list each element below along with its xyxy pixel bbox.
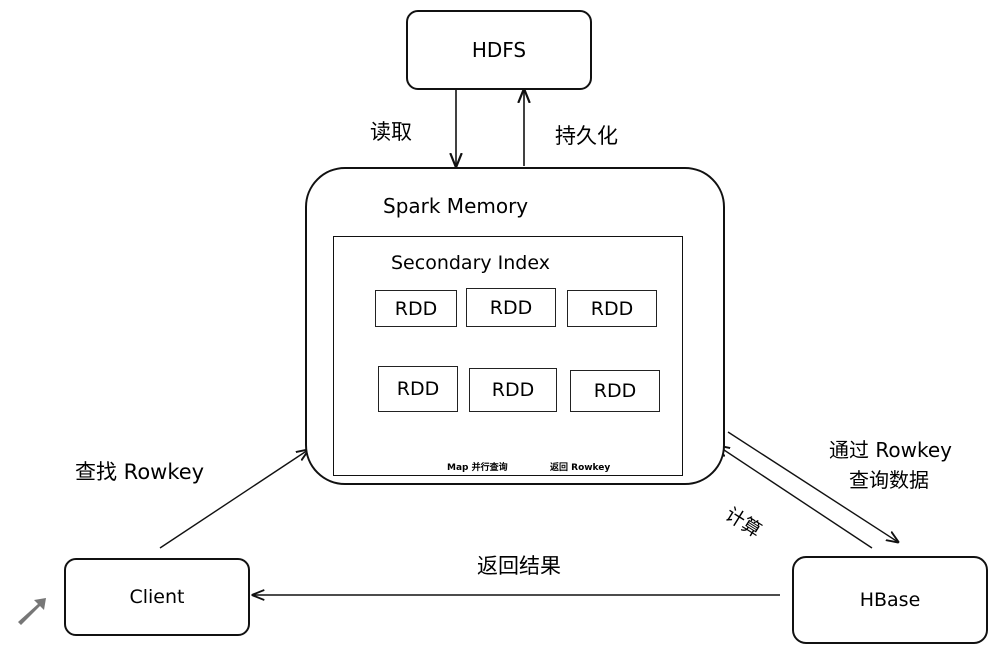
- persist-label: 持久化: [555, 124, 618, 148]
- hbase-label: HBase: [859, 589, 921, 611]
- find-rowkey-label: 查找 Rowkey: [75, 460, 205, 484]
- rdd-bottom-2: RDD: [469, 368, 557, 412]
- secondary-index-box: [333, 236, 683, 476]
- read-label: 读取: [370, 120, 412, 144]
- rdd-bottom-3: RDD: [570, 370, 660, 412]
- rdd-top-1: RDD: [375, 290, 457, 327]
- secondary-index-label: Secondary Index: [391, 252, 550, 274]
- spark-memory-label: Spark Memory: [383, 194, 529, 218]
- query-arrow: [727, 431, 898, 542]
- rdd-bottom-1: RDD: [378, 366, 458, 412]
- return-result-label: 返回结果: [477, 554, 561, 578]
- rdd-top-2: RDD: [466, 288, 556, 327]
- return-rowkey-label: 返回 Rowkey: [550, 463, 611, 473]
- map-parallel-label: Map 并行查询: [447, 463, 508, 473]
- compute-arrow: [718, 446, 873, 549]
- rdd-top-3: RDD: [567, 290, 657, 327]
- find-rowkey-arrow: [159, 450, 308, 549]
- client-node: Client: [64, 558, 250, 636]
- hdfs-label: HDFS: [471, 38, 527, 62]
- hbase-node: HBase: [792, 556, 988, 644]
- decor-arrow-icon: [18, 598, 46, 625]
- query-data-label-1: 通过 Rowkey: [829, 438, 952, 462]
- hdfs-node: HDFS: [406, 10, 592, 90]
- query-data-label-2: 查询数据: [849, 468, 929, 492]
- client-label: Client: [129, 586, 185, 608]
